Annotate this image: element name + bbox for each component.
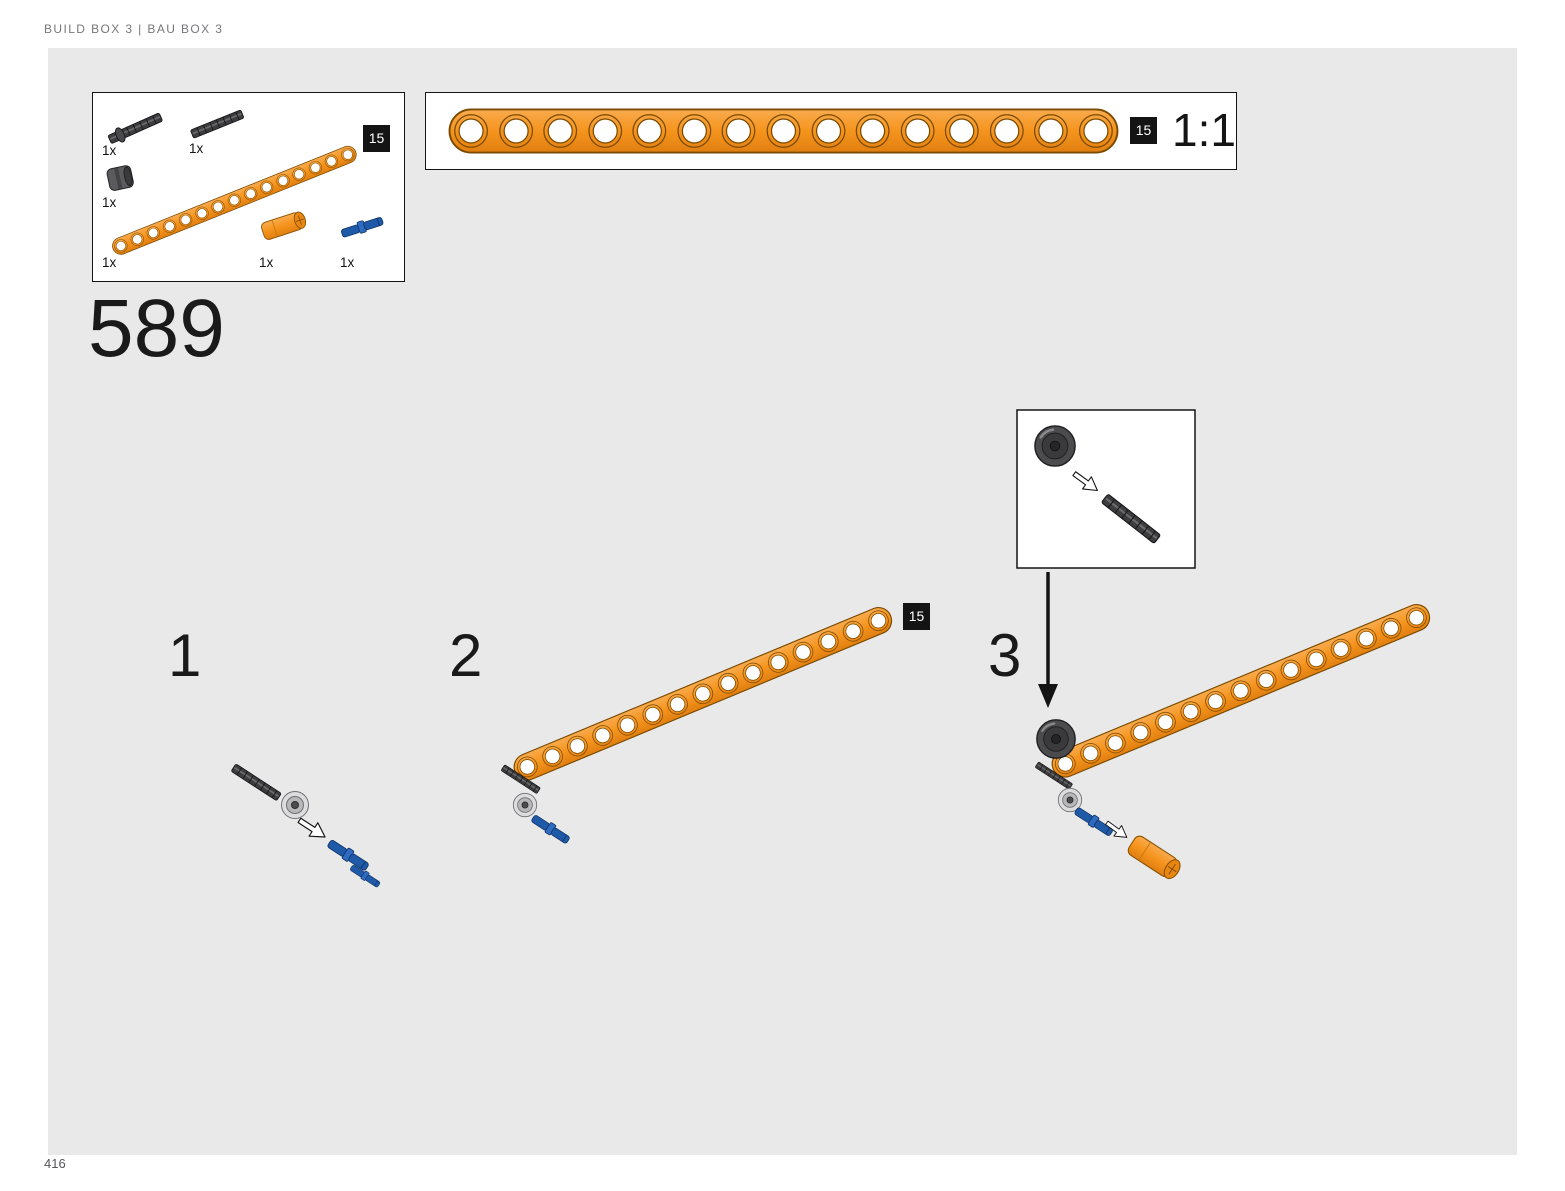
beam-15-actual-size-icon	[448, 108, 1119, 154]
beam-15-icon	[109, 143, 360, 258]
qty-label-axle-stop: 1x	[102, 143, 117, 158]
substep-1-illustration	[230, 763, 382, 889]
page-number: 416	[44, 1156, 66, 1171]
substep-3-illustration	[1016, 409, 1435, 883]
axle-icon	[189, 109, 245, 139]
axle-connector-icon	[259, 209, 309, 242]
collar-rings-icon	[281, 791, 309, 819]
blue-pin-icon	[529, 812, 572, 846]
scale-box: 15 1:1	[425, 92, 1237, 170]
substep-2-illustration	[500, 602, 897, 846]
blue-pin-icon	[339, 214, 385, 240]
axle-icon	[230, 763, 282, 802]
qty-label-axle-connector: 1x	[259, 255, 274, 270]
substep-2-label: 2	[449, 622, 483, 689]
assembly-arrow-icon	[294, 813, 330, 845]
substep-3-label: 3	[988, 622, 1022, 689]
axle-connector-icon	[1125, 833, 1185, 883]
parts-box-badge: 15	[363, 125, 390, 152]
substep-1-label: 1	[168, 622, 202, 689]
content-panel: 15 1x 1x 1x 1x 1x 1x 15 1:1 589 1 2 3	[48, 48, 1517, 1155]
damper-connector-icon	[1035, 718, 1077, 760]
step-number-heading: 589	[88, 283, 225, 374]
substep-2-beam-badge: 15	[903, 603, 930, 630]
axle-with-stop-icon	[106, 109, 165, 148]
parts-box: 15 1x 1x 1x 1x 1x 1x	[92, 92, 405, 282]
qty-label-axle: 1x	[189, 141, 204, 156]
page-header: BUILD BOX 3 | BAU BOX 3	[44, 22, 224, 36]
bush-icon	[105, 164, 135, 192]
qty-label-bush: 1x	[102, 195, 117, 210]
beam-15-icon	[1047, 599, 1435, 782]
qty-label-pin: 1x	[340, 255, 355, 270]
scale-box-badge: 15	[1130, 117, 1157, 144]
scale-beam-illustration	[448, 108, 1119, 154]
qty-label-beam: 1x	[102, 255, 117, 270]
scale-ratio-label: 1:1	[1172, 104, 1236, 156]
damper-connector-icon	[1033, 424, 1077, 468]
collar-rings-icon	[512, 792, 538, 818]
beam-15-icon	[509, 602, 897, 785]
parts-illustration	[105, 109, 385, 258]
blue-pin-icon	[325, 837, 372, 873]
callout-pointer-arrow	[1038, 572, 1058, 708]
